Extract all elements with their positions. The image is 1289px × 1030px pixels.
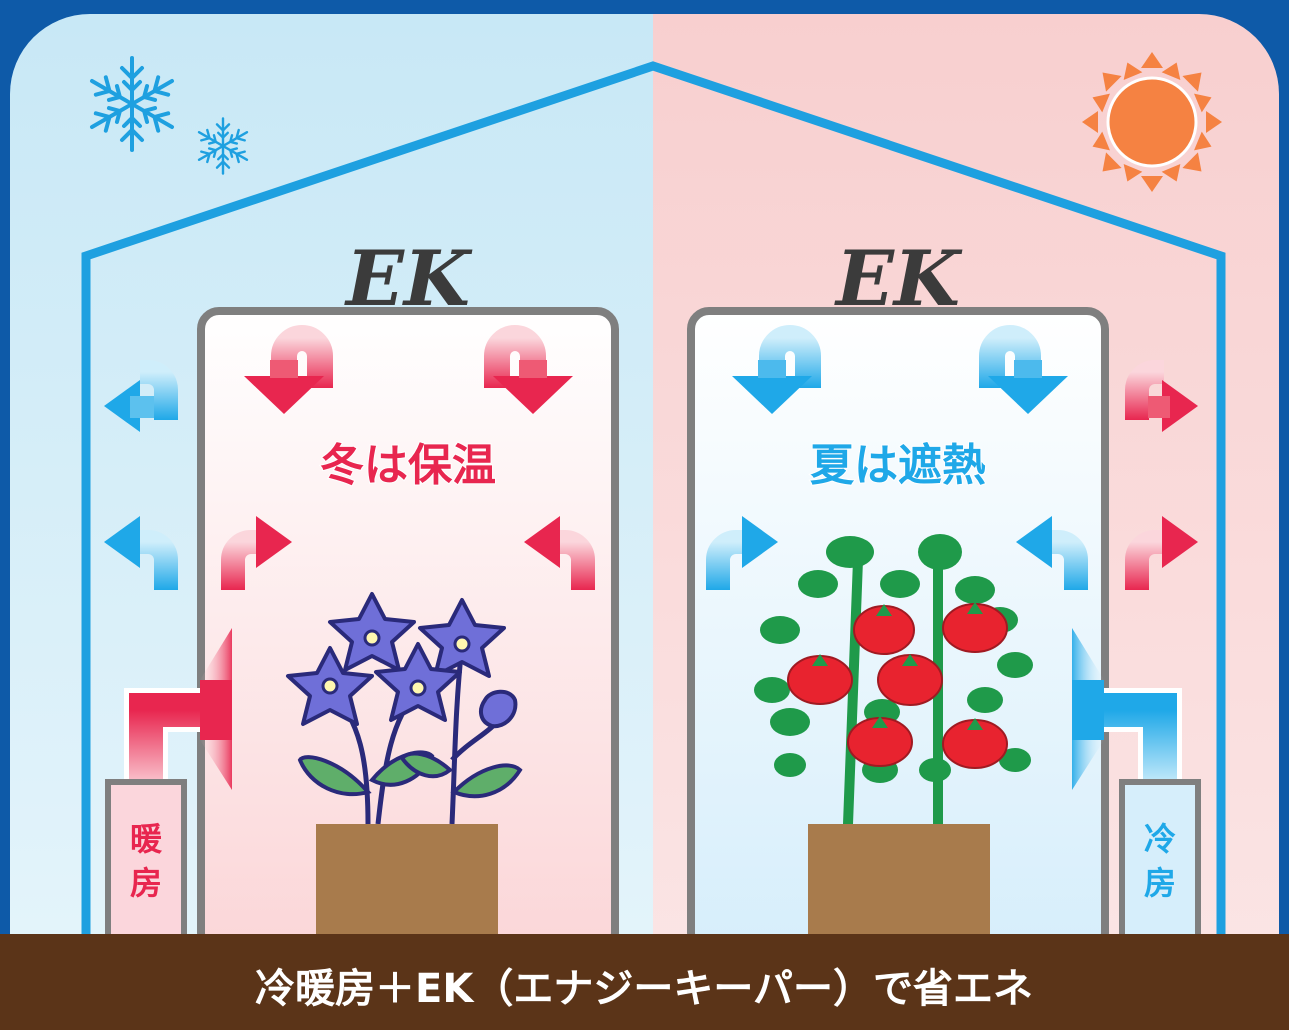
left-plant-pot (316, 824, 498, 944)
right-top-right-arrow (979, 325, 1068, 414)
footer-band (0, 934, 1289, 1030)
cooler-label-char-1: 冷 (1144, 820, 1176, 858)
bellflower-plant (286, 592, 523, 825)
footer-caption: 冷暖房＋EK（エナジーキーパー）で省エネ (255, 966, 1033, 1012)
heater-unit (105, 628, 232, 943)
right-mid-left-arrow (706, 516, 778, 590)
right-top-left-arrow (732, 325, 821, 414)
left-outer-upper-arrow (104, 360, 178, 432)
sun-icon (1082, 52, 1222, 192)
summer-caption: 夏は遮熱 (810, 440, 986, 491)
right-mid-right-arrow (1016, 516, 1088, 590)
greenhouse-outline (81, 61, 1226, 940)
left-outer-lower-arrow (104, 516, 178, 590)
right-plant-pot (808, 824, 990, 944)
snowflake-icon (90, 56, 249, 175)
winter-caption: 冬は保温 (320, 440, 496, 491)
left-mid-right-arrow (524, 516, 595, 590)
cooler-label-char-2: 房 (1144, 864, 1176, 902)
left-ek-logo: EK (344, 234, 473, 323)
left-top-right-arrow (484, 325, 573, 414)
heater-label-char-1: 暖 (130, 820, 163, 858)
right-outer-lower-arrow (1125, 516, 1198, 590)
cooler-unit (1072, 628, 1201, 943)
left-mid-left-arrow (221, 516, 292, 590)
right-outer-upper-arrow (1125, 360, 1198, 432)
tomato-plant (754, 534, 1033, 829)
heater-label-char-2: 房 (130, 864, 162, 902)
left-top-left-arrow (244, 325, 333, 414)
right-ek-logo: EK (834, 234, 963, 323)
